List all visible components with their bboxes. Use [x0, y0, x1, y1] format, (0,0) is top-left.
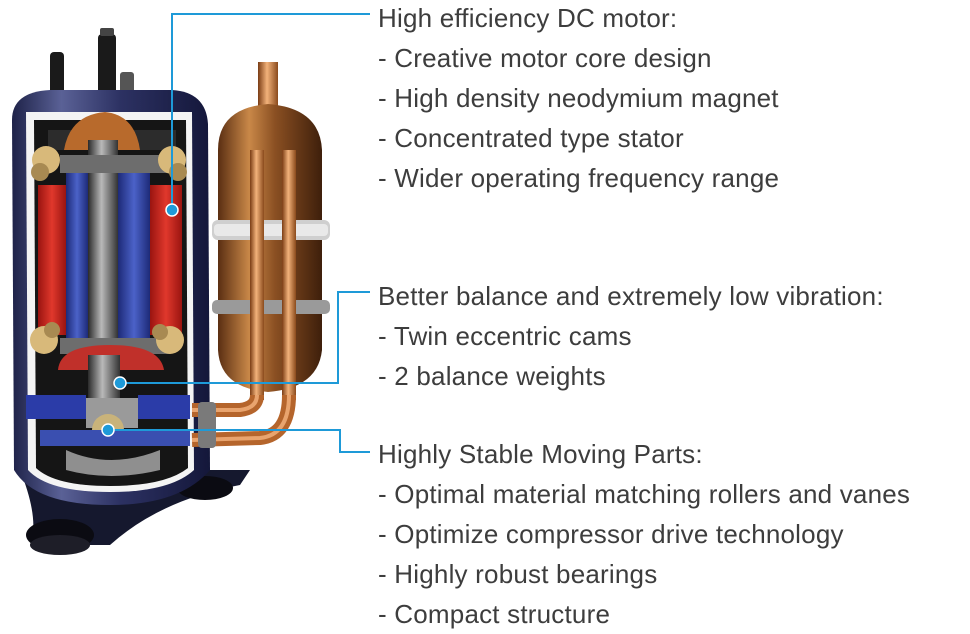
callout-item: High density neodymium magnet	[378, 78, 779, 118]
marker-moving-parts	[101, 423, 115, 437]
callout-item: Optimize compressor drive technology	[378, 514, 910, 554]
callout-item: Concentrated type stator	[378, 118, 779, 158]
callout-dc-motor: High efficiency DC motor: Creative motor…	[378, 0, 779, 198]
marker-balance	[113, 376, 127, 390]
callout-heading: Better balance and extremely low vibrati…	[378, 281, 884, 311]
accumulator	[212, 62, 330, 400]
callout-balance: Better balance and extremely low vibrati…	[378, 276, 884, 396]
callout-moving-parts: Highly Stable Moving Parts: Optimal mate…	[378, 434, 910, 634]
callout-item: 2 balance weights	[378, 356, 884, 396]
callout-item: Creative motor core design	[378, 38, 779, 78]
callout-item: Wider operating frequency range	[378, 158, 779, 198]
top-terminals	[50, 28, 134, 100]
callout-item: Optimal material matching rollers and va…	[378, 474, 910, 514]
stator-left	[38, 185, 66, 335]
callout-leaders	[101, 13, 370, 453]
balance-weight	[26, 395, 86, 419]
callout-heading: High efficiency DC motor:	[378, 3, 678, 33]
suction-pipes	[191, 394, 296, 448]
callout-heading: Highly Stable Moving Parts:	[378, 439, 703, 469]
marker-motor	[165, 203, 179, 217]
callout-item: Highly robust bearings	[378, 554, 910, 594]
callout-item: Compact structure	[378, 594, 910, 634]
motor-internals	[26, 112, 190, 476]
callout-item: Twin eccentric cams	[378, 316, 884, 356]
